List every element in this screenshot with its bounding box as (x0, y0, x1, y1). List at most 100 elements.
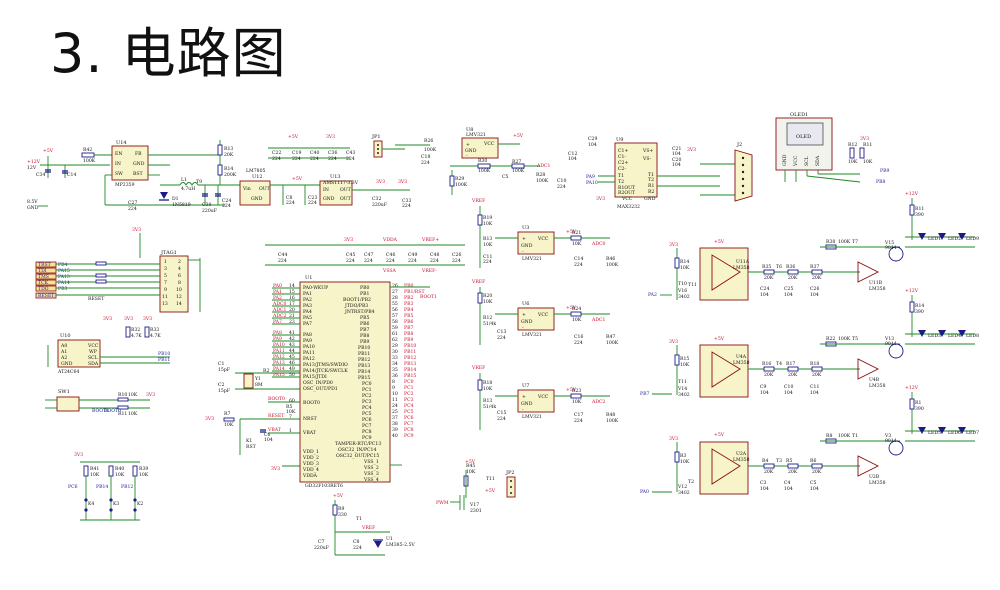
svg-text:C43: C43 (346, 150, 355, 156)
svg-text:GND: GND (644, 196, 656, 202)
sw1-ref: SW1 (58, 389, 70, 395)
svg-text:28: 28 (392, 295, 398, 301)
svg-text:T1: T1 (852, 433, 858, 439)
svg-text:PC0: PC0 (404, 379, 414, 385)
svg-text:GND: GND (251, 196, 263, 202)
svg-text:57: 57 (392, 313, 398, 319)
svg-text:10K: 10K (128, 411, 138, 417)
svg-text:PB13: PB13 (358, 363, 370, 369)
svg-text:C24: C24 (222, 198, 231, 204)
svg-text:100K: 100K (838, 239, 851, 245)
svg-text:7: 7 (289, 414, 292, 420)
svg-text:OUT: OUT (340, 187, 352, 193)
svg-text:C46: C46 (386, 252, 395, 258)
svg-text:R24: R24 (572, 306, 581, 312)
led4: LED4 (948, 333, 961, 339)
svg-text:34: 34 (392, 361, 398, 367)
svg-text:PA2: PA2 (273, 295, 282, 301)
svg-text:37: 37 (392, 415, 398, 421)
svg-text:224: 224 (328, 156, 337, 162)
svg-text:VCC: VCC (537, 312, 549, 318)
svg-text:39: 39 (392, 427, 398, 433)
svg-text:224: 224 (452, 258, 461, 264)
svg-text:C26: C26 (810, 286, 819, 292)
svg-text:TAMPER-RTC/PC13: TAMPER-RTC/PC13 (335, 441, 381, 447)
svg-text:R2OUT: R2OUT (618, 190, 636, 196)
svg-text:100K: 100K (83, 158, 96, 164)
svg-text:224: 224 (278, 258, 287, 264)
svg-text:10K: 10K (224, 422, 234, 428)
svg-text:51/4k: 51/4k (483, 321, 496, 327)
svg-text:+5V: +5V (714, 432, 725, 438)
svg-text:224: 224 (346, 258, 355, 264)
svg-text:390: 390 (915, 309, 924, 315)
svg-text:PB6: PB6 (404, 319, 413, 325)
svg-text:+12V: +12V (27, 159, 41, 165)
svg-text:+: + (522, 312, 526, 318)
svg-text:PC3: PC3 (404, 397, 414, 403)
svg-text:PB14: PB14 (358, 369, 370, 375)
svg-text:T1: T1 (618, 173, 624, 179)
svg-text:4.7uH: 4.7uH (181, 186, 195, 192)
svg-text:LM358: LM358 (733, 457, 750, 463)
u14-ref: U14 (116, 140, 127, 146)
u13-part: AMS1117-3.3V (322, 180, 359, 186)
svg-text:ADC0: ADC0 (272, 301, 287, 307)
svg-text:8.5V: 8.5V (27, 199, 38, 205)
svg-text:R1OUT: R1OUT (618, 185, 636, 191)
svg-text:224: 224 (386, 258, 395, 264)
svg-text:PA9: PA9 (586, 174, 595, 180)
svg-text:C19: C19 (292, 150, 301, 156)
svg-text:9: 9 (164, 287, 167, 293)
svg-text:R14: R14 (680, 259, 689, 265)
svg-text:3402: 3402 (678, 490, 690, 496)
svg-text:VCC: VCC (621, 196, 633, 202)
svg-text:PC8: PC8 (362, 429, 372, 435)
svg-text:PB1: PB1 (360, 291, 369, 297)
svg-text:BOOT1/PB2: BOOT1/PB2 (343, 297, 371, 303)
svg-text:11: 11 (162, 294, 168, 300)
svg-text:C33: C33 (402, 198, 411, 204)
svg-text:49: 49 (289, 366, 295, 372)
svg-text:PA11: PA11 (303, 350, 315, 356)
svg-text:T11: T11 (486, 476, 495, 482)
svg-text:PA4: PA4 (303, 309, 312, 315)
svg-text:3V3: 3V3 (669, 242, 678, 248)
svg-text:58: 58 (392, 319, 398, 325)
led8: LED8 (966, 333, 979, 339)
svg-text:224: 224 (483, 259, 492, 265)
pa2-label: PA2 (648, 292, 657, 298)
svg-text:PA2: PA2 (303, 297, 312, 303)
led5: LED5 (928, 430, 941, 436)
u7-part: LMV321 (522, 414, 542, 420)
svg-text:GND: GND (61, 361, 73, 367)
jp1-ref: JP1 (371, 134, 381, 140)
svg-text:R11: R11 (863, 142, 872, 148)
svg-text:R8: R8 (826, 433, 832, 439)
svg-text:224: 224 (574, 262, 583, 268)
vref-label-1: VREF (471, 198, 485, 204)
svg-text:LM358: LM358 (869, 383, 886, 389)
svg-text:44: 44 (289, 348, 295, 354)
svg-text:PB5: PB5 (360, 315, 369, 321)
svg-text:104: 104 (810, 292, 819, 298)
svg-text:224: 224 (364, 258, 373, 264)
svg-text:3V3: 3V3 (687, 147, 696, 153)
svg-text:15pF: 15pF (218, 367, 230, 373)
v15-ref: V15 (884, 240, 894, 246)
svg-text:PB11: PB11 (358, 351, 370, 357)
u10-part: AT24C64 (57, 369, 79, 375)
svg-text:3402: 3402 (678, 294, 690, 300)
svg-text:3: 3 (164, 266, 167, 272)
svg-text:GND: GND (133, 161, 145, 167)
svg-text:+5V: +5V (714, 336, 725, 342)
svg-text:50: 50 (289, 372, 295, 378)
j2-ref: J2 (736, 142, 742, 148)
svg-text:PA7: PA7 (273, 319, 282, 325)
oled-name: OLED (796, 134, 811, 140)
svg-text:C11: C11 (810, 384, 819, 390)
svg-text:15: 15 (289, 289, 295, 295)
